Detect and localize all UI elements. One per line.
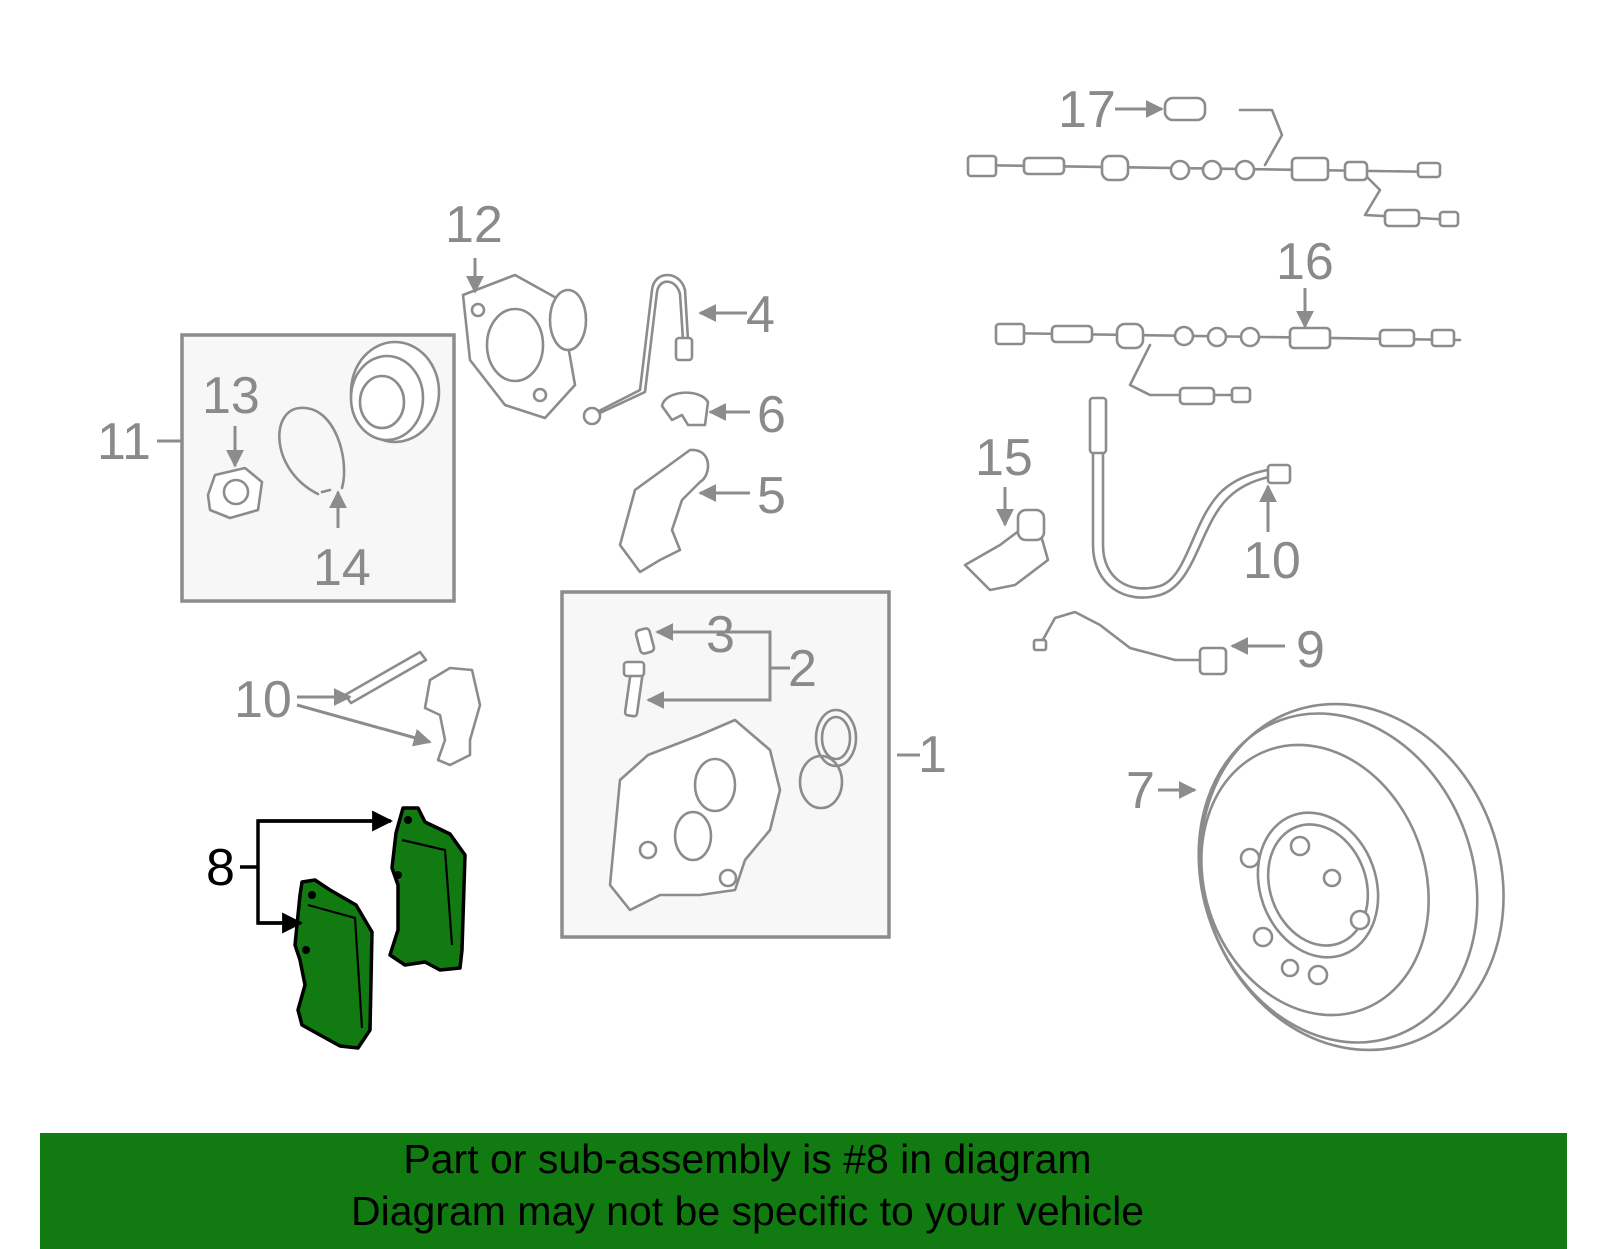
callout-8: 8 [206, 839, 235, 897]
caliper-seals[interactable] [798, 708, 858, 810]
callout-3: 3 [706, 606, 735, 664]
callout-6: 6 [757, 386, 786, 444]
part-9-wear-sensor[interactable] [1032, 610, 1228, 676]
part-15-speed-sensor[interactable] [963, 508, 1050, 592]
info-banner: Part or sub-assembly is #8 in diagram Di… [40, 1133, 1567, 1249]
callout-17: 17 [1058, 81, 1116, 139]
part-13-nut[interactable] [206, 466, 264, 520]
part-10-guide-pin[interactable] [343, 650, 482, 767]
callout-11: 11 [97, 413, 151, 471]
wheel-bearing[interactable] [349, 340, 441, 444]
callout-10-right: 10 [1243, 532, 1301, 590]
callout-16: 16 [1276, 233, 1334, 291]
callout-10-left: 10 [234, 671, 292, 729]
callout-2: 2 [788, 640, 817, 698]
part-4-brake-line[interactable] [582, 273, 694, 426]
part-17-sensor-harness[interactable] [966, 96, 1460, 228]
callout-13: 13 [202, 367, 260, 425]
part-12-wheel-hub[interactable] [461, 273, 588, 420]
callout-7: 7 [1126, 762, 1155, 820]
callout-4: 4 [746, 286, 775, 344]
callout-15: 15 [975, 429, 1033, 487]
caliper-housing[interactable] [608, 718, 782, 912]
part-2-bolt[interactable] [622, 660, 646, 718]
banner-line-2: Diagram may not be specific to your vehi… [350, 1188, 1144, 1234]
part-8-brake-pads[interactable] [293, 806, 467, 1050]
leader-lines [157, 100, 1314, 934]
callout-9: 9 [1296, 621, 1325, 679]
part-14-snap-ring[interactable] [278, 406, 346, 496]
part-6-clip[interactable] [660, 391, 710, 427]
callout-14: 14 [313, 539, 371, 597]
callout-1: 1 [918, 726, 947, 784]
part-16-sensor-harness[interactable] [994, 322, 1462, 406]
part-5-bracket[interactable] [618, 448, 710, 574]
part-3-bleeder-screw[interactable] [634, 627, 656, 655]
callout-12: 12 [445, 196, 503, 254]
part-7-brake-rotor[interactable] [1153, 661, 1552, 1093]
banner-line-1: Part or sub-assembly is #8 in diagram [403, 1136, 1092, 1182]
part-10-brake-hose[interactable] [1088, 396, 1292, 599]
callout-5: 5 [757, 467, 786, 525]
